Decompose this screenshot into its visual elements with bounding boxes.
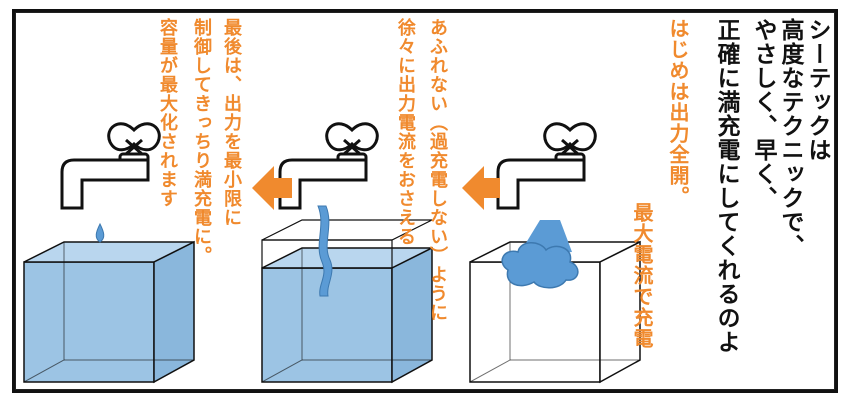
arrow-left-icon [252,166,292,210]
water-drop [95,222,105,243]
step2-line-1: あふれない（過充電しない）ように [427,18,448,322]
page-edge [0,0,6,405]
faucet-icon [60,122,161,210]
tank-full [23,240,195,384]
narration-line-2: 高度なテクニックで、 [777,18,804,258]
faucet-icon [496,122,597,210]
step1-line-2: 最大電流で充電 [630,202,654,349]
step3-line-3: 容量が最大化されます [157,18,178,208]
tank-partly-filled [261,219,433,384]
step3-line-1: 最後は、出力を最小限に [221,18,242,227]
narration-line-4: 正確に満充電にしてくれるのよ [713,18,740,354]
water-stream-full [501,220,579,289]
water-stream-reduced [317,205,333,297]
faucet-icon [278,122,379,210]
step1-line-1: はじめは出力全開。 [666,18,690,207]
step2-line-2: 徐々に出力電流をおさえる [395,18,416,246]
narration-line-1: シーテックは [804,18,831,162]
step3-line-2: 制御してきっちり満充電に。 [191,18,212,265]
narration-line-3: やさしく、早く、 [750,18,777,210]
arrow-left-icon [462,166,500,210]
